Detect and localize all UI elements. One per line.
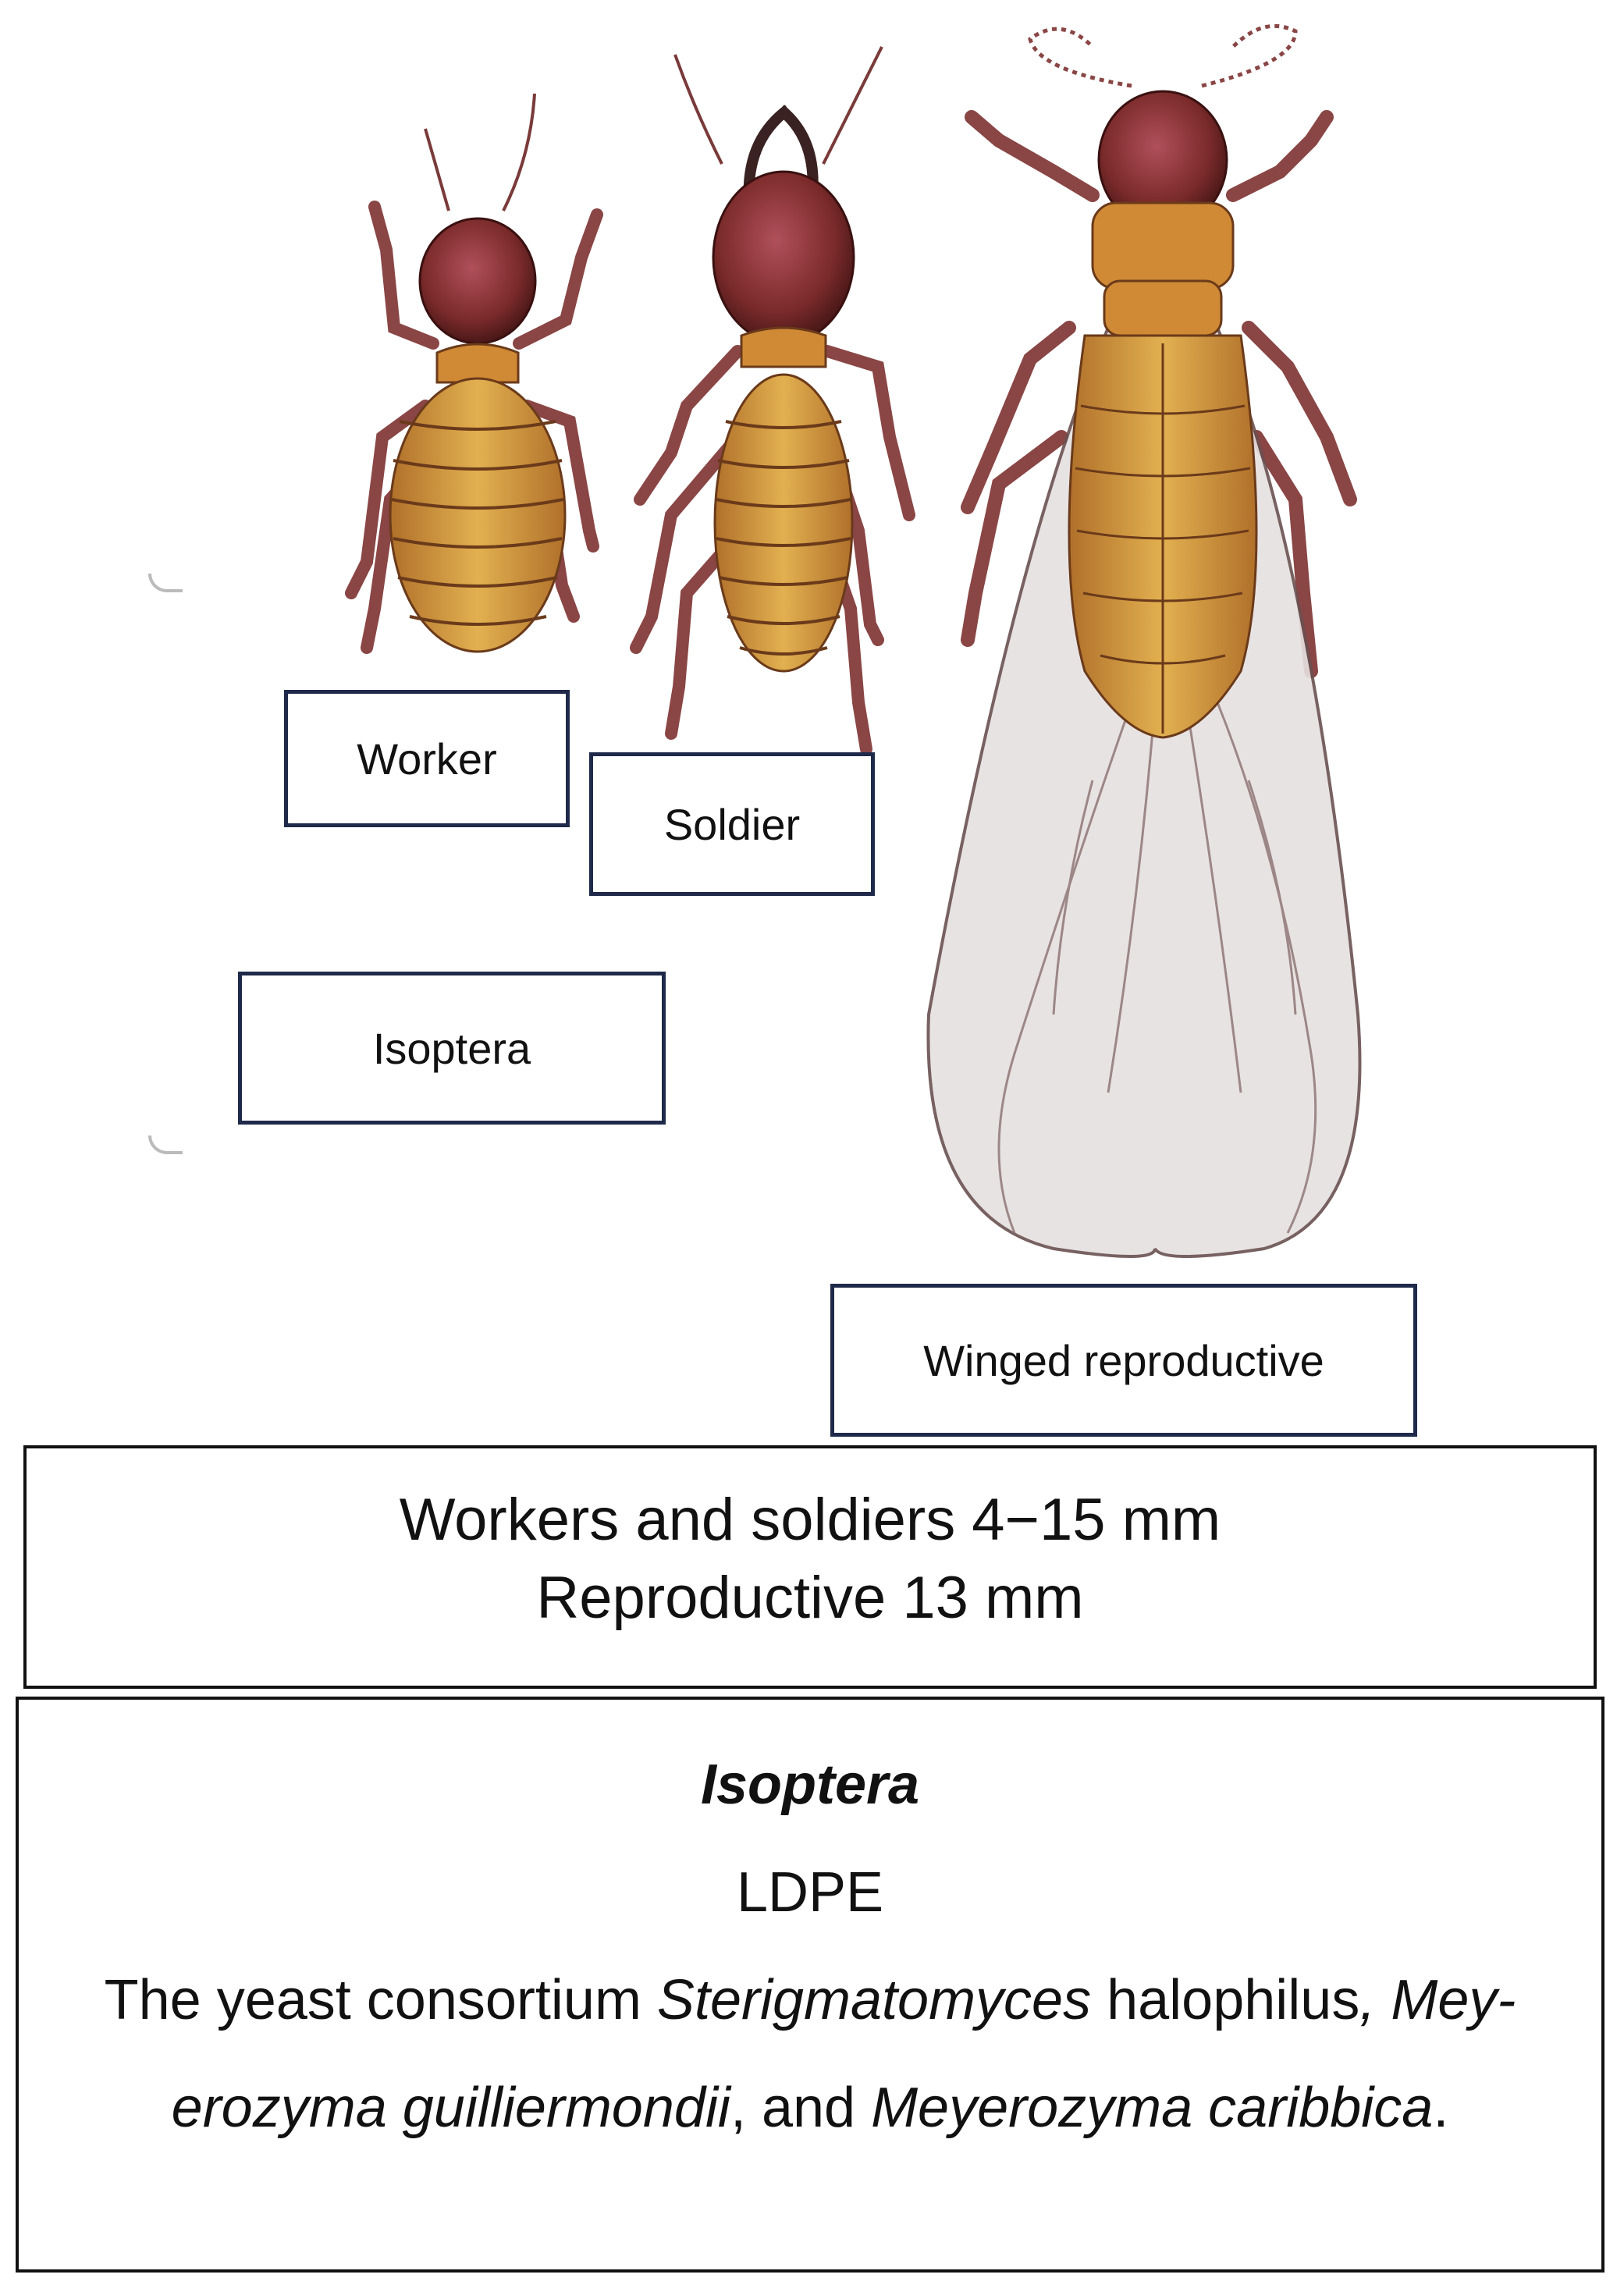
worker-label: Worker: [284, 690, 570, 827]
plastic-type: LDPE: [736, 1861, 884, 1924]
size-info-box: Workers and soldiers 4−15 mm Reproductiv…: [23, 1445, 1597, 1689]
species1-epithet: halophilus: [1091, 1969, 1360, 2031]
winged-reproductive-termite-icon: [926, 23, 1362, 1258]
winged-reproductive-label-text: Winged reproductive: [923, 1335, 1324, 1385]
separator-1: ,: [1359, 1969, 1391, 2031]
consortium-line-2: erozyma guilliermondii, and Meyerozyma c…: [19, 2054, 1601, 2162]
size-line-workers-soldiers: Workers and soldiers 4−15 mm: [399, 1487, 1221, 1553]
order-label: Isoptera: [238, 972, 666, 1125]
species3: Meyerozyma caribbica: [871, 2077, 1434, 2139]
soldier-termite-icon: [630, 46, 915, 755]
consortium-line-1: The yeast consortium Sterigmatomyces hal…: [19, 1946, 1601, 2054]
worker-label-text: Worker: [357, 734, 497, 784]
description-box: Isoptera LDPE The yeast consortium Steri…: [16, 1697, 1604, 2273]
species1-genus: Sterigmatomyces: [656, 1969, 1092, 2031]
soldier-label: Soldier: [589, 752, 875, 896]
species2-part1: Mey-: [1391, 1969, 1516, 2031]
order-label-text: Isoptera: [372, 1023, 531, 1073]
winged-reproductive-label: Winged reproductive: [830, 1284, 1417, 1437]
soldier-label-text: Soldier: [663, 799, 801, 849]
worker-termite-icon: [345, 93, 603, 654]
taxon-name: Isoptera: [700, 1754, 920, 1816]
consortium-prefix: The yeast consortium: [104, 1969, 657, 2031]
species2-part2: erozyma guilliermondii: [171, 2077, 730, 2139]
size-line-reproductive: Reproductive 13 mm: [536, 1565, 1084, 1631]
end-period: .: [1433, 2077, 1449, 2139]
separator-2: , and: [730, 2077, 872, 2139]
